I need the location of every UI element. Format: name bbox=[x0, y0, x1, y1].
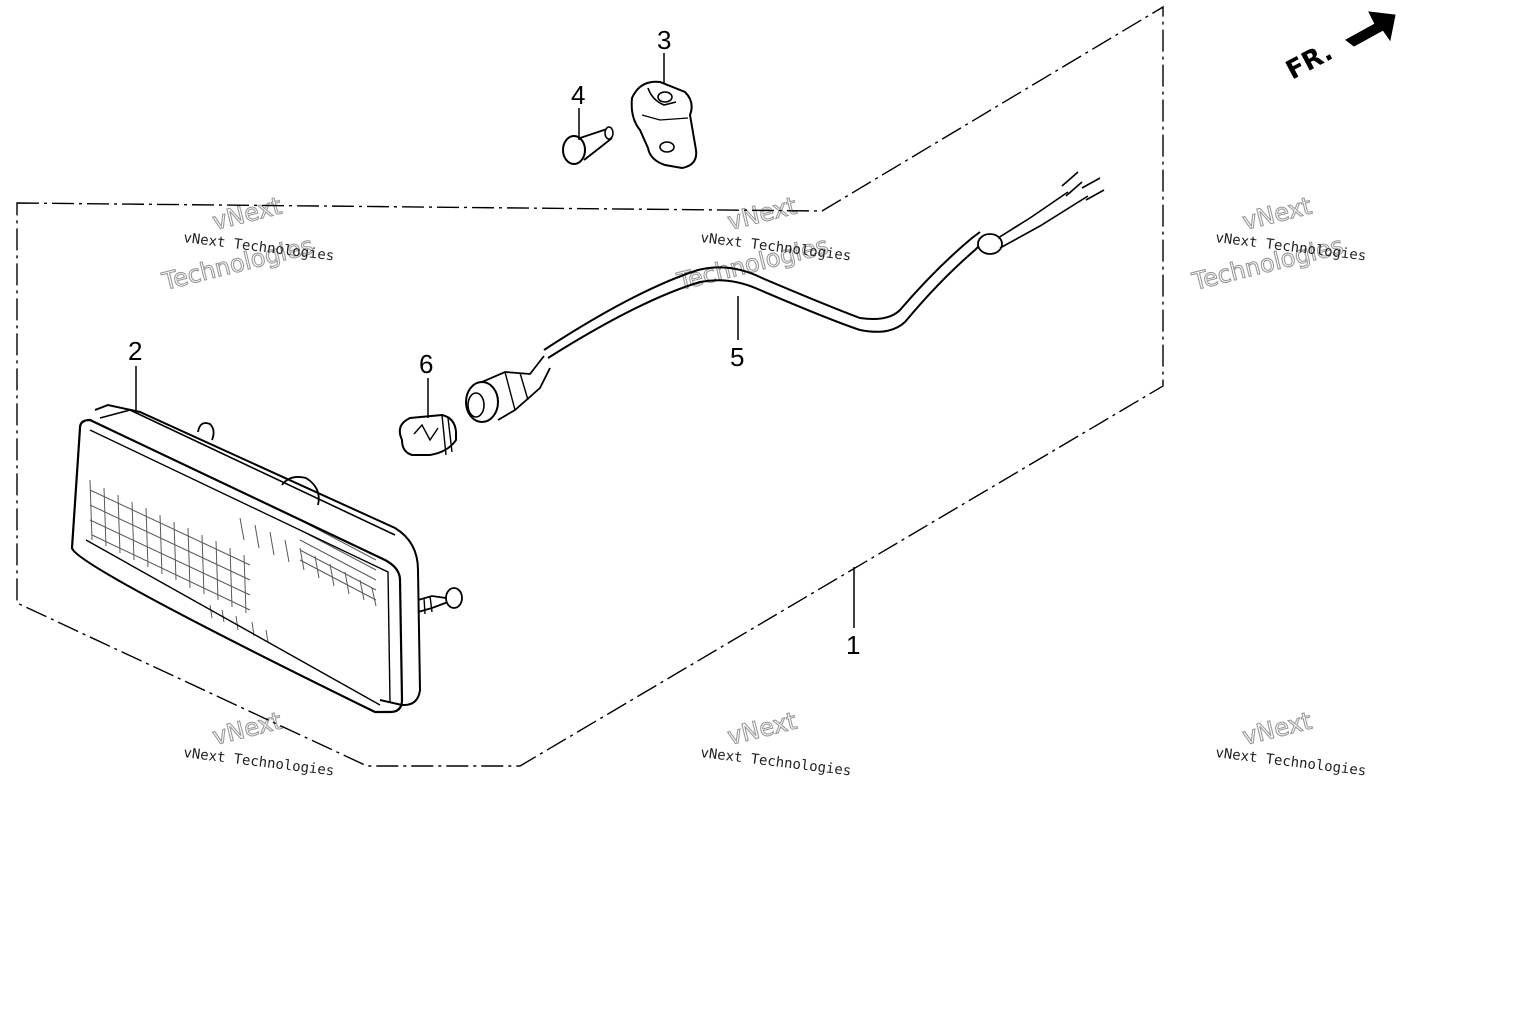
watermark-big-2: vNext bbox=[210, 707, 285, 751]
front-arrow-icon bbox=[1345, 11, 1396, 47]
lens-texture bbox=[89, 479, 377, 643]
watermark-big-2: vNext bbox=[725, 707, 800, 751]
part-lamp-unit bbox=[70, 403, 463, 714]
callout-3: 3 bbox=[657, 25, 671, 55]
watermark-big-2: vNext bbox=[725, 192, 800, 236]
callout-4: 4 bbox=[571, 80, 585, 110]
callout-1: 1 bbox=[846, 630, 860, 660]
part-wire-harness bbox=[465, 171, 1105, 423]
watermark-top-center: Technologies vNext vNext Technologies bbox=[673, 191, 852, 296]
watermark-small: vNext Technologies bbox=[1215, 745, 1368, 779]
watermark-top-right: Technologies vNext vNext Technologies bbox=[1188, 191, 1367, 296]
watermark-small: vNext Technologies bbox=[700, 745, 853, 779]
watermark-bottom-right: vNext vNext Technologies bbox=[1215, 706, 1368, 779]
watermark-big-2: vNext bbox=[1240, 192, 1315, 236]
callout-5: 5 bbox=[730, 342, 744, 372]
watermark-big-2: vNext bbox=[210, 192, 285, 236]
watermark-bottom-left: vNext vNext Technologies bbox=[183, 706, 336, 779]
part-bulb bbox=[398, 413, 457, 456]
front-direction-indicator: FR. bbox=[1281, 11, 1396, 86]
watermark-top-left: Technologies vNext vNext Technologies bbox=[158, 191, 335, 296]
watermark-bottom-center: vNext vNext Technologies bbox=[700, 706, 853, 779]
callout-6: 6 bbox=[419, 349, 433, 379]
front-direction-label: FR. bbox=[1281, 37, 1338, 86]
assembly-boundary bbox=[16, 5, 1164, 767]
watermark-small: vNext Technologies bbox=[183, 745, 336, 779]
callout-2: 2 bbox=[128, 336, 142, 366]
part-clip bbox=[562, 126, 614, 165]
part-bracket bbox=[630, 80, 698, 170]
watermark-big-2: vNext bbox=[1240, 707, 1315, 751]
